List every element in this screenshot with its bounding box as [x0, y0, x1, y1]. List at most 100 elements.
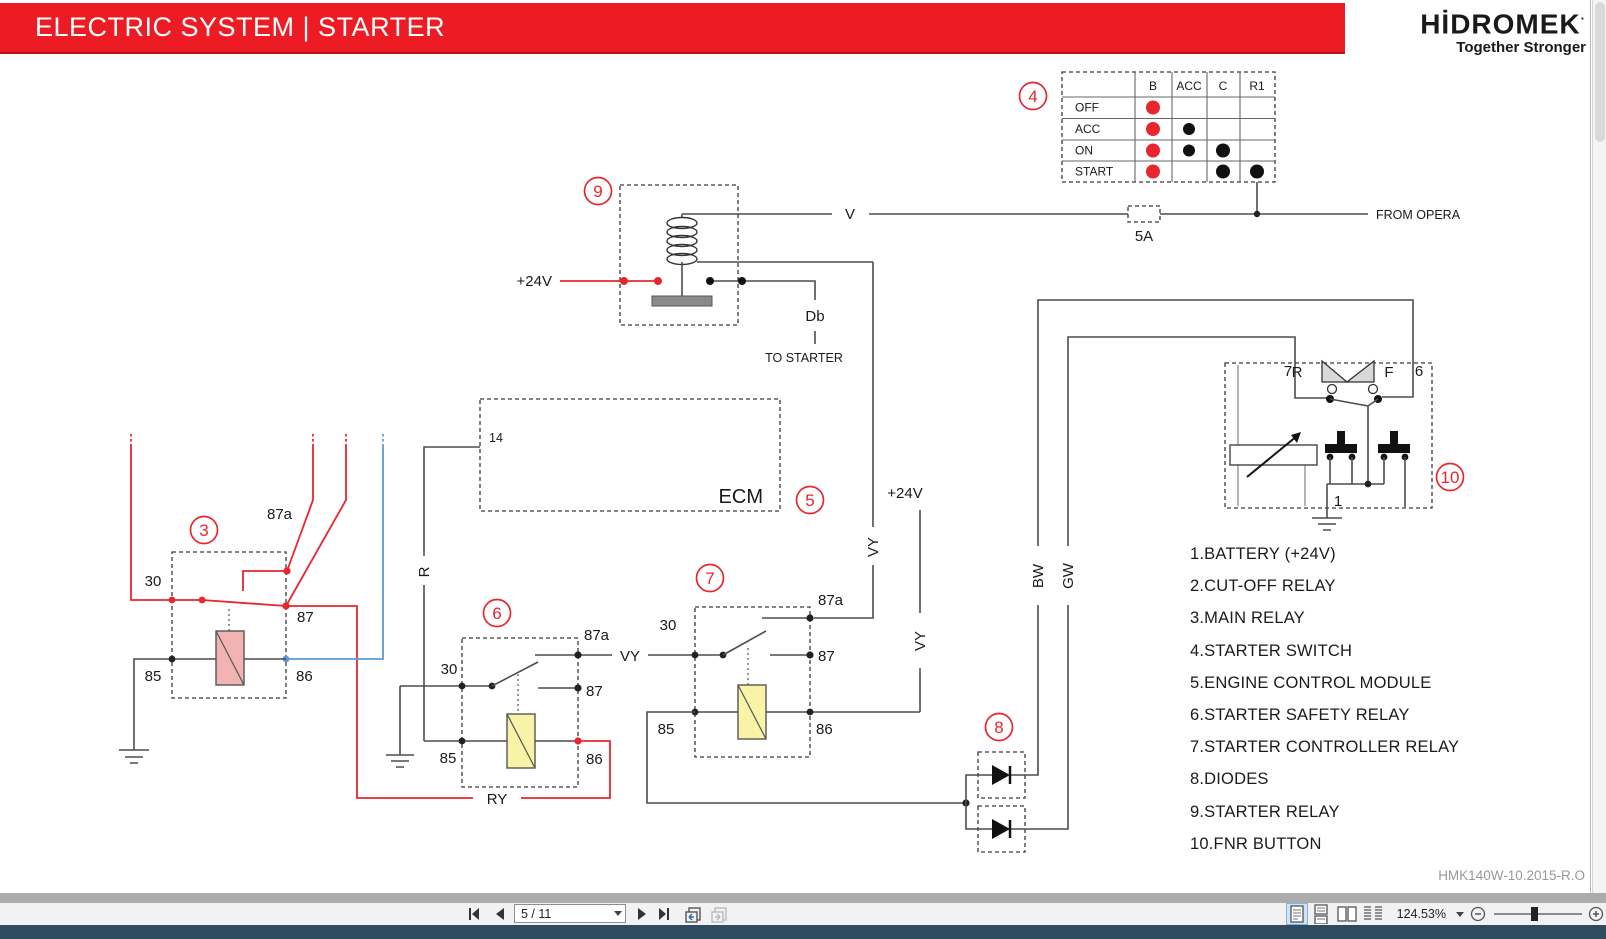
- fnr-button-10: 10 7 6 R F: [1224, 359, 1465, 531]
- legend-item: 8.DIODES: [1190, 770, 1269, 789]
- brand-mark-icon: ·: [1580, 11, 1586, 26]
- page-dropdown-icon[interactable]: [614, 911, 622, 916]
- vy-wire-1: VY: [814, 262, 882, 619]
- relay-contact-plate: [651, 295, 713, 307]
- previous-page-button[interactable]: [492, 906, 508, 922]
- single-page-view-button[interactable]: [1286, 903, 1308, 925]
- zoom-slider-track[interactable]: [1494, 913, 1582, 915]
- arrow-head: [1291, 432, 1301, 443]
- from-opera-label: FROM OPERA: [1376, 208, 1461, 222]
- push-button: [1378, 431, 1410, 507]
- bw-wire: BW: [1025, 299, 1414, 776]
- diode-symbol: [978, 765, 1025, 785]
- legend-item: 10.FNR BUTTON: [1190, 834, 1322, 853]
- next-view-button[interactable]: [710, 906, 728, 924]
- two-page-continuous-button[interactable]: [1363, 904, 1383, 924]
- svg-text:F: F: [1384, 364, 1393, 381]
- callout-8: 8: [994, 718, 1003, 737]
- zoom-level-label: 124.53%: [1396, 907, 1446, 921]
- continuous-view-button[interactable]: [1311, 904, 1331, 924]
- legend-item: 6.STARTER SAFETY RELAY: [1190, 706, 1410, 725]
- legend-item: 4.STARTER SWITCH: [1190, 641, 1353, 660]
- db-wire-label: Db: [805, 308, 824, 325]
- callout-9: 9: [593, 182, 602, 201]
- last-page-button[interactable]: [656, 906, 672, 922]
- zoom-in-button[interactable]: [1588, 906, 1604, 922]
- bottom-toolbar: 124.53%: [0, 903, 1606, 926]
- fuse-label: 5A: [1135, 228, 1153, 245]
- rocker-left: [1321, 359, 1349, 383]
- two-page-view-button[interactable]: [1337, 904, 1357, 924]
- svg-text:START: START: [1075, 165, 1114, 179]
- svg-text:7: 7: [1284, 363, 1292, 380]
- previous-view-button[interactable]: [684, 906, 702, 924]
- page-title: ELECTRIC SYSTEM | STARTER: [35, 12, 446, 42]
- svg-text:30: 30: [441, 661, 458, 678]
- zoom-slider-handle[interactable]: [1531, 907, 1538, 921]
- svg-text:87: 87: [586, 683, 603, 700]
- callout-10: 10: [1441, 468, 1460, 487]
- svg-text:R1: R1: [1249, 79, 1265, 93]
- next-page-button[interactable]: [634, 906, 650, 922]
- legend-item: 2.CUT-OFF RELAY: [1190, 577, 1336, 596]
- svg-text:87: 87: [297, 609, 314, 626]
- first-page-button[interactable]: [466, 906, 482, 922]
- svg-text:B: B: [1149, 79, 1157, 93]
- svg-text:30: 30: [660, 617, 677, 634]
- ecm-module: 14 ECM 5 R: [416, 398, 825, 741]
- svg-text:R: R: [1292, 364, 1303, 381]
- to-starter-label: TO STARTER: [765, 351, 843, 365]
- ground-symbol: [1312, 517, 1342, 531]
- starter-switch-table: 4 B ACC C R1 OFF ACC ON START: [1018, 71, 1276, 214]
- supply-line: V 5A FROM OPERA: [682, 205, 1461, 245]
- svg-text:ACC: ACC: [1176, 79, 1202, 93]
- legend-item: 1.BATTERY (+24V): [1190, 545, 1336, 563]
- callout-7: 7: [705, 569, 714, 588]
- ry-wire-label: RY: [487, 791, 508, 808]
- relay-coil-spring: [666, 216, 698, 266]
- legend-item: 9.STARTER RELAY: [1190, 802, 1340, 821]
- main-relay-3: 3 RY: [119, 434, 611, 808]
- legend-item: 5.ENGINE CONTROL MODULE: [1190, 673, 1432, 692]
- legend-item: 3.MAIN RELAY: [1190, 609, 1305, 628]
- zoom-out-button[interactable]: [1470, 906, 1486, 922]
- rocker-right: [1345, 359, 1375, 383]
- scrollbar-thumb[interactable]: [1595, 2, 1605, 142]
- push-button: [1325, 431, 1357, 484]
- starter-controller-relay-7: 7 30 87a 87 85 86: [646, 563, 963, 804]
- brand-name: HİDROMEK: [1420, 8, 1581, 40]
- svg-text:VY: VY: [865, 537, 882, 557]
- svg-text:30: 30: [145, 573, 162, 590]
- status-strip: [0, 925, 1606, 939]
- svg-text:ACC: ACC: [1075, 122, 1101, 136]
- vy-label-mid: VY: [620, 648, 640, 665]
- svg-text:BW: BW: [1030, 563, 1047, 588]
- vy-wire-2: +24V VY: [887, 485, 929, 712]
- callout-6: 6: [492, 604, 501, 623]
- diodes-8: 8: [962, 712, 1026, 853]
- svg-text:85: 85: [440, 750, 457, 767]
- callout-5: 5: [805, 491, 814, 510]
- vertical-scrollbar[interactable]: [1592, 0, 1606, 903]
- legend-item: 7.STARTER CONTROLLER RELAY: [1190, 738, 1460, 757]
- page-number-input[interactable]: [514, 904, 626, 923]
- svg-text:OFF: OFF: [1075, 101, 1099, 115]
- component-legend: 1.BATTERY (+24V) 2.CUT-OFF RELAY 3.MAIN …: [1190, 538, 1459, 860]
- svg-text:ON: ON: [1075, 144, 1093, 158]
- zoom-dropdown-icon[interactable]: [1456, 912, 1464, 917]
- plus24-starter-label: +24V: [517, 273, 552, 290]
- svg-text:1: 1: [1334, 493, 1342, 510]
- ground-symbol: [386, 754, 414, 768]
- page-number-control: [514, 904, 626, 923]
- viewer-background: [0, 893, 1606, 903]
- plus24-mid-label: +24V: [887, 485, 922, 502]
- starter-relay-9: 9 +24V: [517, 176, 873, 365]
- callout-3: 3: [199, 521, 208, 540]
- switch-table-dots: [1146, 100, 1264, 179]
- starter-safety-relay-6: 6 VY: [386, 598, 723, 788]
- svg-text:6: 6: [1415, 363, 1423, 380]
- hidromek-logo: HİDROMEK· Together Stronger: [1350, 4, 1586, 57]
- document-code: HMK140W-10.2015-R.O: [1438, 868, 1585, 883]
- svg-text:85: 85: [145, 668, 162, 685]
